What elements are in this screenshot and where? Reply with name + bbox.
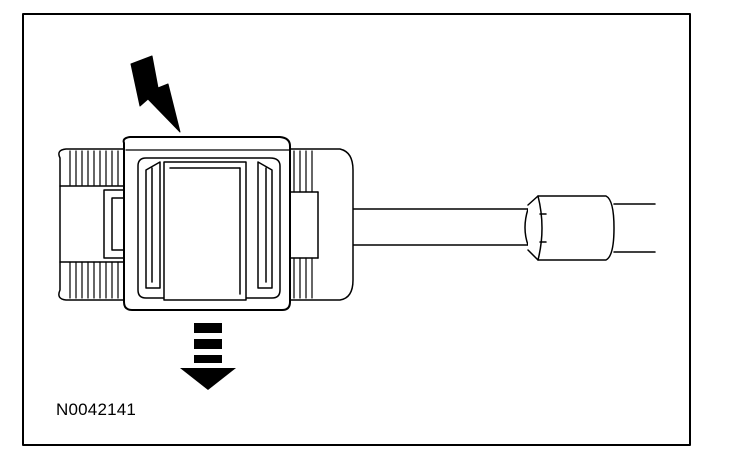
housing-ribs-right-top bbox=[293, 150, 313, 193]
press-arrow-icon bbox=[130, 55, 181, 133]
pull-arrow-icon bbox=[180, 323, 236, 390]
locking-clip bbox=[122, 136, 291, 311]
figure-frame bbox=[22, 13, 691, 446]
cable bbox=[317, 195, 656, 261]
figure-id-label: N0042141 bbox=[56, 400, 137, 419]
housing-ribs-right-bottom bbox=[293, 257, 313, 299]
connector-housing-left bbox=[58, 148, 127, 301]
housing-ribs-top bbox=[69, 150, 119, 186]
housing-ribs-bottom bbox=[69, 261, 119, 299]
connector-housing-right bbox=[287, 148, 354, 301]
